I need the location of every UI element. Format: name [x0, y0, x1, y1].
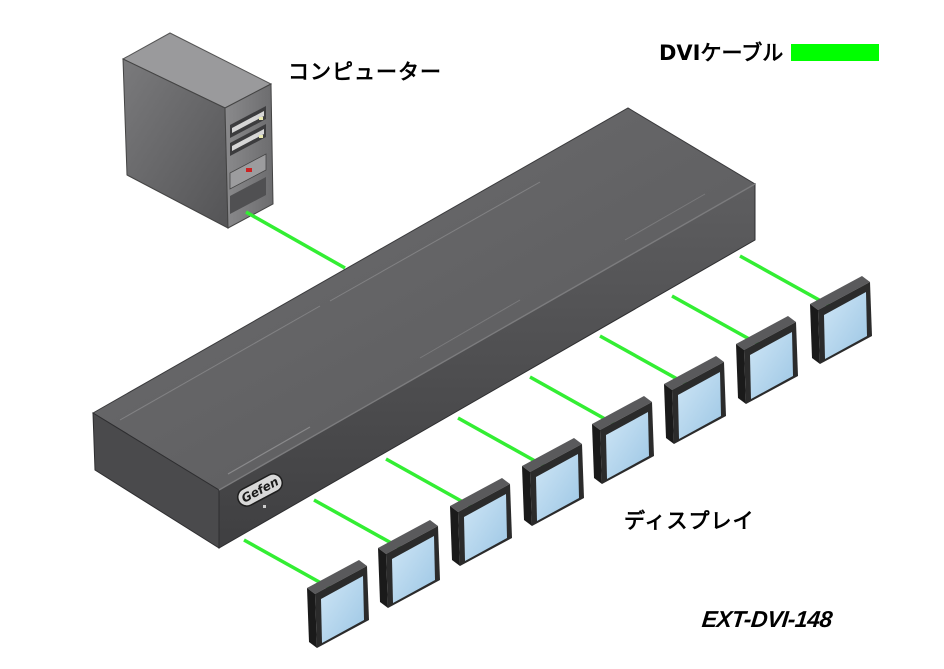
monitor-icon — [664, 356, 726, 444]
dvi-cable-input — [245, 210, 346, 270]
legend-text: DVIケーブル — [659, 41, 784, 65]
dvi-cable-2 — [313, 498, 403, 551]
dvi-cable-4 — [457, 416, 545, 468]
dvi-cable-8 — [739, 254, 831, 308]
dvi-cable-3 — [385, 457, 473, 509]
monitor-icon — [307, 560, 369, 648]
dvi-cable-6 — [599, 334, 689, 387]
dvi-cable-1 — [243, 538, 331, 590]
monitor-icon — [378, 520, 440, 608]
dvi-cables-output — [243, 254, 831, 590]
monitors — [307, 276, 872, 648]
monitor-icon — [450, 478, 512, 566]
computer-tower-icon — [121, 32, 274, 229]
dvi-cable-7 — [671, 294, 761, 347]
monitor-icon — [522, 438, 584, 526]
power-led — [263, 505, 266, 508]
computer-label: コンピューター — [288, 60, 442, 84]
display-label: ディスプレイ — [624, 509, 755, 533]
monitor-icon — [736, 316, 798, 404]
model-number: EXT-DVI-148 — [700, 606, 834, 632]
legend: DVIケーブル — [659, 37, 880, 67]
splitter-box-icon: Gefen — [92, 107, 756, 549]
dvi-cable-5 — [529, 375, 615, 426]
monitor-icon — [810, 276, 872, 364]
legend-swatch — [791, 43, 880, 61]
monitor-icon — [592, 396, 654, 484]
